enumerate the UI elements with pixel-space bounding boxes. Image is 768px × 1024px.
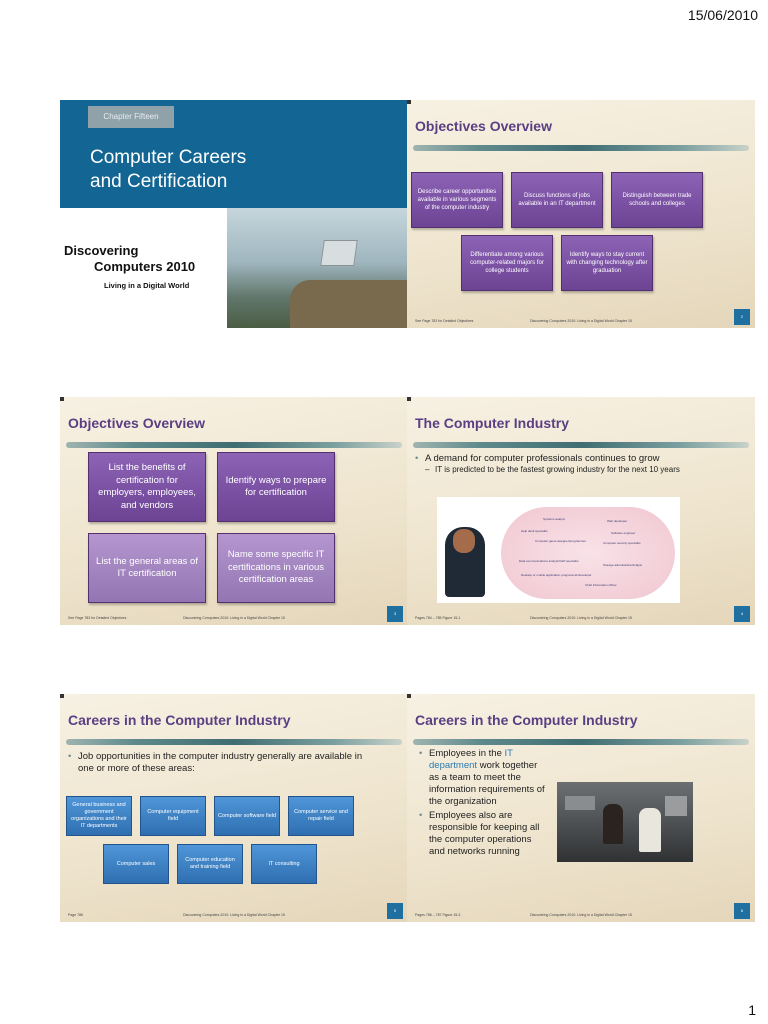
slide-footer-left: See Page 783 for Detailed Objectives <box>415 319 474 323</box>
man-face <box>453 529 475 553</box>
objective-box: Name some specific IT certifications in … <box>217 533 335 603</box>
title-underline-bar <box>413 442 749 448</box>
objective-box: Describe career opportunities available … <box>411 172 503 228</box>
bullet-item: Employees also are responsible for keepi… <box>419 810 547 858</box>
figure-label: Web developer <box>607 519 628 523</box>
slide-heading: Computer Careers and Certification <box>90 146 246 194</box>
slide-2-objectives: Objectives Overview Describe career oppo… <box>407 100 755 328</box>
figure-labels: Systems analyst Web developer Help desk … <box>515 515 665 595</box>
book-tagline: Living in a Digital World <box>104 281 190 290</box>
heading-line-2: and Certification <box>90 171 228 192</box>
slide-footer-center: Discovering Computers 2010: Living in a … <box>183 616 285 620</box>
objective-box: Discuss functions of jobs available in a… <box>511 172 603 228</box>
objective-box: List the benefits of certification for e… <box>88 452 206 522</box>
objective-box: List the general areas of IT certificati… <box>88 533 206 603</box>
monitor-shape <box>665 796 687 816</box>
slide-number: 2 <box>734 309 750 325</box>
slide-number: 4 <box>734 606 750 622</box>
it-department-highlight: IT department <box>429 748 513 771</box>
page-number: 1 <box>748 1002 756 1018</box>
title-banner: Chapter Fifteen Computer Careers and Cer… <box>60 100 408 208</box>
slide-1-title: Chapter Fifteen Computer Careers and Cer… <box>60 100 408 328</box>
bullet-text-post: work together as a team to meet the info… <box>429 760 545 807</box>
career-area-box: Computer education and training field <box>177 844 243 884</box>
careers-figure: Systems analyst Web developer Help desk … <box>437 497 680 603</box>
slide-footer-center: Discovering Computers 2010: Living in a … <box>530 913 632 917</box>
career-area-box: Computer software field <box>214 796 280 836</box>
objective-box: Identify ways to stay current with chang… <box>561 235 653 291</box>
book-title-line-2: Computers 2010 <box>94 259 196 274</box>
chapter-label: Chapter Fifteen <box>88 106 174 128</box>
slide-number: 6 <box>734 903 750 919</box>
slide-footer-left: Page 786 <box>68 913 83 917</box>
slide-number: 3 <box>387 606 403 622</box>
career-area-box: General business and government organiza… <box>66 796 132 836</box>
figure-label: Systems analyst <box>543 517 565 521</box>
slide-6-careers: Careers in the Computer Industry Employe… <box>407 694 755 922</box>
thought-cloud <box>501 507 675 599</box>
title-underline-bar <box>66 442 402 448</box>
figure-label: Chief information officer <box>585 583 617 587</box>
career-area-box: IT consulting <box>251 844 317 884</box>
career-area-box: Computer service and repair field <box>288 796 354 836</box>
slide-3-objectives: Objectives Overview List the benefits of… <box>60 397 408 625</box>
bullet-item: Employees in the IT department work toge… <box>419 748 547 808</box>
slide-footer-center: Discovering Computers 2010: Living in a … <box>530 616 632 620</box>
slide-4-computer-industry: The Computer Industry A demand for compu… <box>407 397 755 625</box>
figure-label: Software engineer <box>611 531 636 535</box>
title-underline-bar <box>66 739 402 745</box>
slide-footer-center: Discovering Computers 2010: Living in a … <box>530 319 632 323</box>
objective-box: Distinguish between trade schools and co… <box>611 172 703 228</box>
it-team-photo <box>557 782 693 862</box>
slide-number: 5 <box>387 903 403 919</box>
slide-title: The Computer Industry <box>415 415 570 431</box>
monitor-shape <box>565 796 595 810</box>
bullet-list: A demand for computer professionals cont… <box>415 453 747 475</box>
career-area-box: Computer equipment field <box>140 796 206 836</box>
bullet-item: Job opportunities in the computer indust… <box>68 751 368 775</box>
slide-title: Careers in the Computer Industry <box>68 712 291 728</box>
slide-footer-left: See Page 783 for Detailed Objectives <box>68 616 127 620</box>
person-shape <box>639 808 661 852</box>
figure-label: Computer game designer/programmer <box>535 539 587 543</box>
slide-title: Careers in the Computer Industry <box>415 712 638 728</box>
book-title-line-1: Discovering <box>64 243 139 258</box>
laptop-shape <box>320 240 358 266</box>
title-underline-bar <box>413 739 749 745</box>
figure-label: Data communications analyst/VoIP special… <box>519 559 579 563</box>
sub-bullet-item: IT is predicted to be the fastest growin… <box>415 465 747 475</box>
figure-label: Storage administrator/analyst <box>603 563 643 567</box>
page-date: 15/06/2010 <box>687 7 758 23</box>
title-underline-bar <box>413 145 749 151</box>
slide-5-careers: Careers in the Computer Industry Job opp… <box>60 694 408 922</box>
bullet-item: A demand for computer professionals cont… <box>415 453 747 465</box>
photo-legs-shape <box>290 280 408 328</box>
person-shape <box>603 804 623 844</box>
figure-label: Desktop or mobile application programmer… <box>521 573 592 577</box>
heading-line-1: Computer Careers <box>90 147 247 168</box>
book-title: Discovering Computers 2010 <box>64 243 195 275</box>
bullet-list: Job opportunities in the computer indust… <box>68 751 368 775</box>
bullet-text-pre: Employees in the <box>429 748 505 759</box>
objective-box: Identify ways to prepare for certificati… <box>217 452 335 522</box>
figure-label: Help desk specialist <box>521 529 548 533</box>
figure-label: Computer security specialist <box>603 541 641 545</box>
slide-title: Objectives Overview <box>68 415 205 431</box>
slide-footer-left: Pages 784 – 785 Figure 15-1 <box>415 616 461 620</box>
career-area-box: Computer sales <box>103 844 169 884</box>
slide-footer-left: Pages 786 – 787 Figure 15-3 <box>415 913 461 917</box>
slide-footer-center: Discovering Computers 2010: Living in a … <box>183 913 285 917</box>
bullet-list: Employees in the IT department work toge… <box>419 748 547 858</box>
slide-title: Objectives Overview <box>415 118 552 134</box>
objective-box: Differentiate among various computer-rel… <box>461 235 553 291</box>
